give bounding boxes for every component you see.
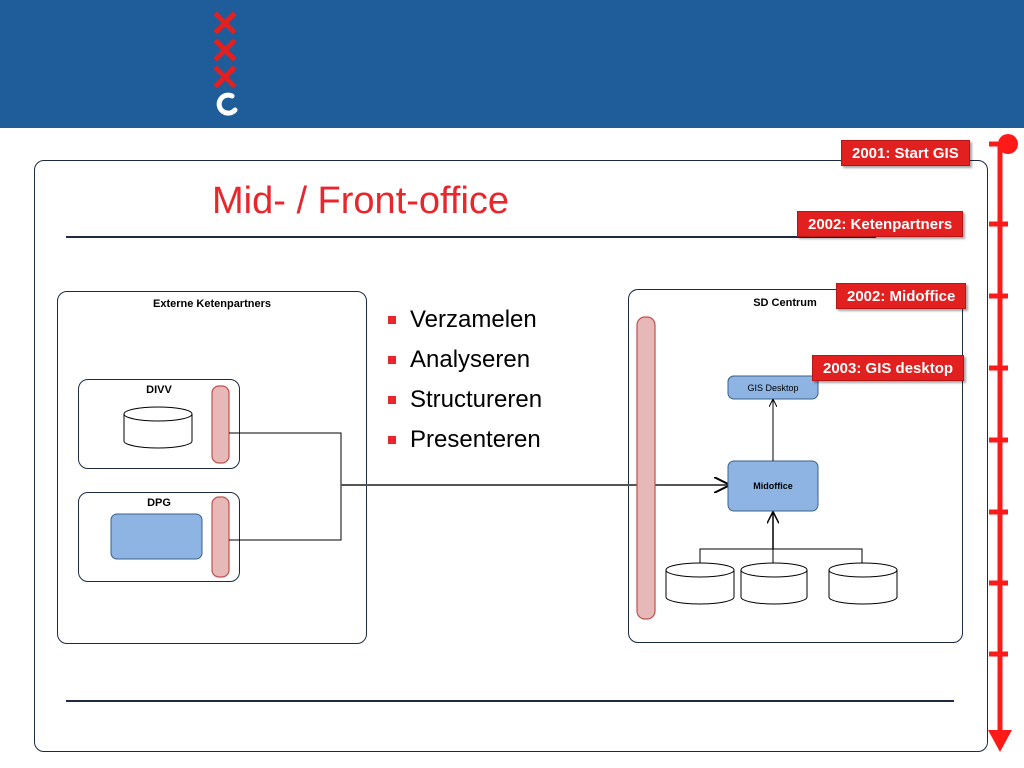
title-divider [66,236,876,238]
bullet-item: Presenteren [386,420,542,460]
dpg-connector [229,485,342,541]
dpg-node [110,513,203,560]
divv-connector [229,432,342,485]
milestone-start-gis: 2001: Start GIS [841,140,970,166]
bullet-list: Verzamelen Analyseren Structureren Prese… [386,300,542,460]
db-bus [699,548,863,570]
milestone-ketenpartners: 2002: Ketenpartners [797,211,964,237]
slide-frame [34,160,988,752]
dpg-interface-bar [211,496,230,578]
bullet-square-icon [388,396,396,404]
database-icon [828,562,898,605]
slide-title: Mid- / Front-office [212,180,510,222]
external-partners-label: Externe Ketenpartners [153,298,271,310]
timeline-arrowhead [988,730,1012,752]
cross-icon [213,11,237,35]
bullet-square-icon [388,436,396,444]
amsterdam-logo [213,11,238,116]
milestone-gis-desktop: 2003: GIS desktop [812,355,965,381]
database-icon [665,562,735,605]
database-icon [740,562,808,605]
timeline [988,134,1018,752]
bullet-square-icon [388,356,396,364]
divv-database-icon [123,406,193,449]
midoffice-label: Midoffice [753,481,793,491]
swoosh-icon [216,92,238,116]
bullet-item: Analyseren [386,340,542,380]
cross-icon [213,38,237,62]
gis-desktop-label: GIS Desktop [747,383,798,393]
bottom-divider [66,700,954,702]
bullet-item: Verzamelen [386,300,542,340]
dpg-label: DPG [147,497,171,509]
sd-centrum-interface-bar [636,316,656,620]
header-bar [0,0,1024,128]
sd-centrum-label: SD Centrum [753,297,817,309]
bullet-square-icon [388,316,396,324]
divv-interface-bar [211,385,230,464]
milestone-midoffice: 2002: Midoffice [836,283,967,309]
divv-label: DIVV [146,384,172,396]
bullet-item: Structureren [386,380,542,420]
cross-icon [213,65,237,89]
